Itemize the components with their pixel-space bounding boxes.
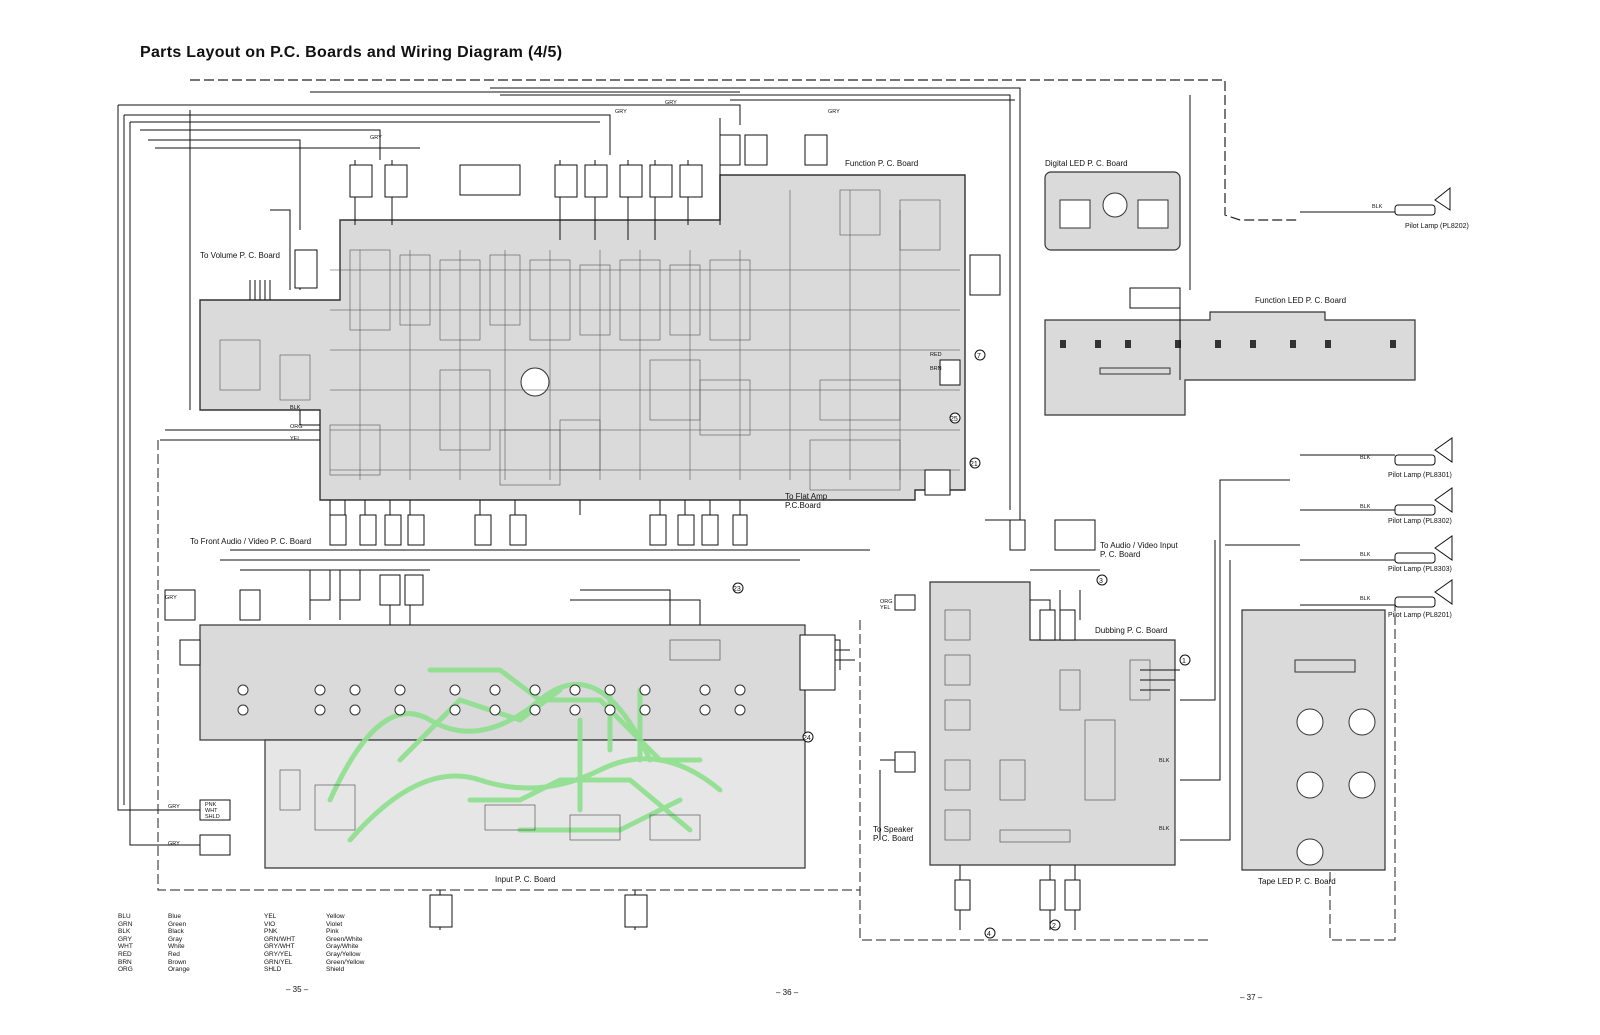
page-title: Parts Layout on P.C. Boards and Wiring D…	[140, 44, 563, 61]
wire-label: PNK	[205, 802, 217, 808]
callout-3: 3	[1099, 578, 1103, 585]
callout-7: 7	[977, 353, 981, 360]
wire-label: BLK	[1159, 758, 1170, 764]
callout-circles	[732, 349, 1191, 939]
wire-label: GRY	[168, 804, 180, 810]
pilot-lamp-label: Pilot Lamp (PL8202)	[1405, 223, 1469, 230]
wire-label: WHT	[205, 808, 218, 814]
digital-led-board-label: Digital LED P. C. Board	[1045, 159, 1128, 168]
dubbing-board	[929, 581, 1176, 866]
pilot-lamp-label: Pilot Lamp (PL8302)	[1388, 518, 1452, 525]
pilot-lamp-label: Pilot Lamp (PL8303)	[1388, 566, 1452, 573]
callout-2: 2	[1052, 923, 1056, 930]
tape-led-board-label: Tape LED P. C. Board	[1258, 877, 1336, 886]
wire-label: BRN	[930, 366, 942, 372]
input-board	[199, 624, 806, 869]
wire-label: BLK	[1360, 552, 1371, 558]
wire-label: RED	[930, 352, 942, 358]
function-board	[199, 174, 966, 501]
page-number: – 35 –	[286, 985, 309, 994]
wire-label: GRY	[615, 109, 627, 115]
wire-label: BLK	[290, 405, 301, 411]
wire-label: SHLD	[205, 814, 220, 820]
callout-24: 24	[803, 735, 811, 742]
callout-1: 1	[1182, 658, 1186, 665]
wire-label: GRY	[665, 100, 677, 106]
function-board-label: Function P. C. Board	[845, 159, 918, 168]
digital-led-board	[1044, 171, 1181, 251]
wire-label: GRY	[168, 841, 180, 847]
wire-label: BLK	[1372, 204, 1383, 210]
dubbing-board-label: Dubbing P. C. Board	[1095, 626, 1167, 635]
wire-label: BLK	[1360, 455, 1371, 461]
wire-label: ORG	[290, 424, 303, 430]
wire-label: ORG	[880, 599, 893, 605]
pilot-lamp-label: Pilot Lamp (PL8201)	[1388, 612, 1452, 619]
wire-label: GRY	[828, 109, 840, 115]
wire-label: GRY	[165, 595, 177, 601]
wire-label: BLK	[1360, 504, 1371, 510]
pilot-lamp-icons	[1394, 186, 1453, 608]
harness-frame	[190, 79, 1300, 221]
page-number: – 36 –	[776, 988, 799, 997]
pilot-lamp-label: Pilot Lamp (PL8301)	[1388, 472, 1452, 479]
wire-label: YEL	[880, 605, 890, 611]
callout-23: 23	[733, 586, 741, 593]
input-board-label: Input P. C. Board	[495, 875, 555, 884]
callout-4: 4	[987, 931, 991, 938]
function-led-board	[1044, 311, 1416, 416]
front-av-board-label: To Front Audio / Video P. C. Board	[190, 537, 311, 546]
wire-label: YEL	[290, 436, 300, 442]
wire-label: BLK	[1360, 596, 1371, 602]
callout-labels: 7 3 1 2 4 21 23 24 25	[733, 353, 1186, 938]
page-number: – 37 –	[1240, 993, 1263, 1002]
connectors	[164, 134, 1181, 928]
wire-label: BLK	[1159, 826, 1170, 832]
function-led-board-label: Function LED P. C. Board	[1255, 296, 1346, 305]
callout-25: 25	[950, 416, 958, 423]
callout-21: 21	[970, 461, 978, 468]
volume-board-label: To Volume P. C. Board	[200, 251, 280, 260]
tape-led-board	[1241, 609, 1386, 871]
wire-label: GRY	[370, 135, 382, 141]
